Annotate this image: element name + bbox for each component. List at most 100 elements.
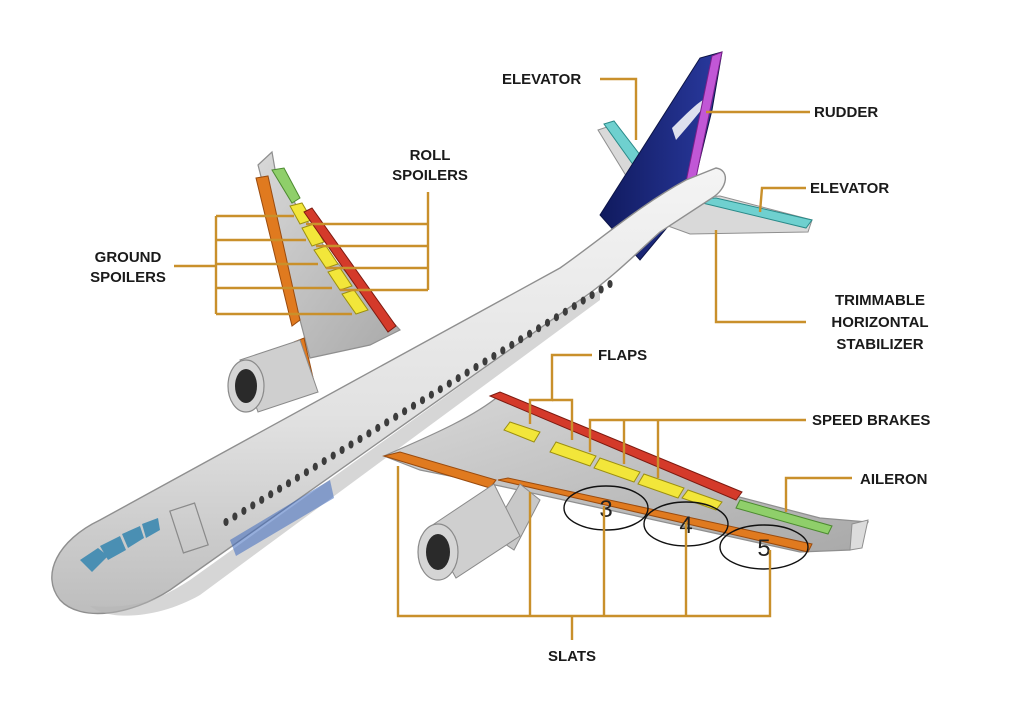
cabin-window [527,329,533,338]
right-wing [382,391,870,553]
label-slats: SLATS [548,648,596,665]
label-elevator-top: ELEVATOR [502,71,581,88]
marker-ellipse-5 [719,524,809,570]
cabin-window [366,429,372,438]
cabin-window [446,379,452,388]
cabin-window [312,462,318,471]
cabin-window [428,390,434,399]
cockpit-window-4 [142,518,160,538]
cabin-window [562,307,568,316]
label-flaps: FLAPS [598,347,647,364]
cabin-window [330,451,336,460]
cabin-window [241,506,247,515]
right-wing-spoiler-2 [549,441,597,467]
right-wing-spoiler-3 [593,457,641,483]
label-roll-spoilers-line2: SPOILERS [392,167,468,184]
fuselage-logo-stripe [230,480,334,556]
right-wing-slat [497,477,813,553]
fuselage [51,167,726,616]
label-trimmable-line2: HORIZONTAL [831,314,928,331]
leader-lines [174,77,852,640]
cabin-window [553,313,560,322]
label-elevator-right: ELEVATOR [810,180,889,197]
marker-ellipse-3 [563,485,649,531]
vertical-stabilizer [599,51,723,261]
cabin-window [536,324,542,333]
left-wing-flap [303,207,397,333]
cabin-window [285,479,292,488]
right-wing-flap [488,391,743,501]
label-speed-brakes: SPEED BRAKES [812,412,930,429]
label-trimmable-line1: TRIMMABLE [835,292,925,309]
cabin-window [437,385,443,394]
cabin-window [464,368,470,377]
right-wing-inboard-slat [382,451,497,489]
cabin-window [321,457,327,466]
leader-elevator-top [600,77,638,140]
cabin-window [259,495,265,504]
left-wing-spoiler-2 [301,223,325,247]
cabin-window [410,401,417,410]
label-roll-spoilers-line1: ROLL [410,147,451,164]
cabin-window [294,473,300,482]
right-wing-tip [849,519,869,551]
cabin-window [455,374,461,383]
cabin-window [375,423,381,432]
right-wing-spoiler-1 [503,421,541,443]
tail-section [597,51,813,261]
front-door [169,502,209,554]
right-wing-aileron [735,499,833,535]
cabin-window [580,296,586,305]
marker-group: 3 4 5 [563,485,809,570]
cabin-window [607,280,613,288]
cabin-window [402,407,408,416]
marker-number-3: 3 [599,496,612,523]
cabin-window [589,291,595,300]
cabin-window [232,512,238,521]
cabin-window [491,352,497,360]
cabin-window [277,484,283,493]
label-ground-spoilers-line1: GROUND [95,249,162,266]
left-wing-spoiler-5 [341,289,369,315]
cockpit-window-3 [122,526,144,548]
cabin-window [223,518,229,526]
left-wing-spoiler-4 [327,267,353,291]
cabin-window [384,418,390,427]
leader-speed-brakes [588,418,806,452]
cabin-window [348,440,354,449]
fuselage-body [51,167,726,615]
label-rudder: RUDDER [814,104,878,121]
labels: ELEVATOR RUDDER ELEVATOR ROLL SPOILERS G… [90,71,930,665]
right-wing-spoiler-5 [681,489,723,511]
cabin-window [419,396,426,405]
cockpit-window-2 [100,536,126,560]
leader-slats [396,466,772,618]
label-aileron: AILERON [860,471,928,488]
cabin-windows [223,280,613,526]
cabin-window [500,346,506,355]
cabin-window [473,363,479,371]
leader-aileron [784,476,852,512]
cabin-window [571,302,577,311]
marker-number-5: 5 [757,535,770,562]
leader-flaps-r [552,398,574,440]
cabin-window [598,285,604,294]
cockpit-window-1 [80,548,108,572]
left-wing-aileron [271,167,301,204]
left-wing [255,150,401,386]
cabin-window [518,335,524,344]
cabin-window [268,490,274,499]
cabin-window [393,412,399,421]
label-ground-spoilers-line2: SPOILERS [90,269,166,286]
right-engine [417,483,541,581]
cabin-window [482,357,488,366]
left-engine [227,339,319,413]
right-wing-spoiler-4 [637,473,685,499]
cabin-window [544,318,551,327]
leader-elevator-right [758,186,806,213]
cabin-window [250,501,256,510]
leader-trimmable [714,230,806,324]
cabin-window [303,468,309,477]
cabin-window [509,340,515,349]
